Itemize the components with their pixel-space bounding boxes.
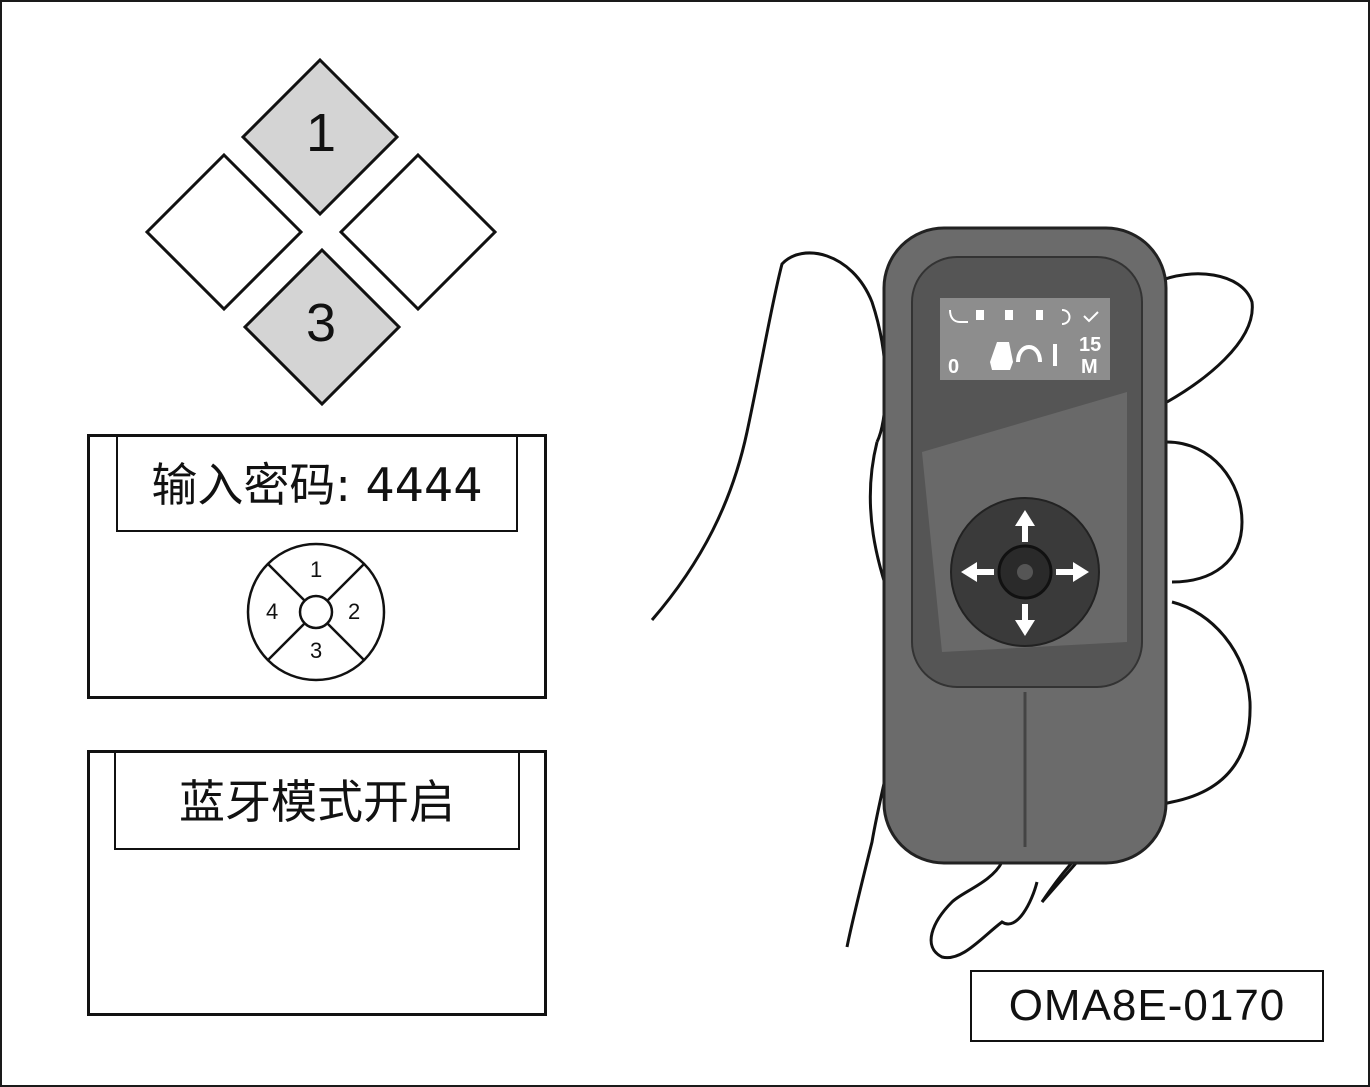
screen-left-value: 0 [948, 356, 960, 378]
dial-key-1: 1 [310, 557, 323, 582]
screen-right-value-bottom: M [1081, 356, 1098, 378]
key-left [144, 152, 304, 312]
hand-outline [650, 251, 888, 621]
arrow-right-icon [1056, 562, 1089, 582]
dial-key-2: 2 [348, 599, 361, 624]
key-3 [242, 247, 402, 407]
dial-key-4: 4 [266, 599, 279, 624]
key-1-label: 1 [306, 103, 337, 163]
figure-code: OMA8E-0170 [970, 970, 1324, 1042]
seat-icon [990, 342, 1013, 370]
key-1 [240, 57, 400, 217]
key-right [338, 152, 498, 312]
arrow-down-icon [1015, 604, 1035, 636]
screen-right-value-top: 15 [1079, 334, 1102, 356]
remote-dpad[interactable] [950, 497, 1100, 647]
rotate-icon [1061, 309, 1071, 325]
seat-recline-height-icon [1005, 310, 1013, 320]
password-dial [246, 542, 386, 682]
arrow-left-icon [961, 562, 994, 582]
bluetooth-label: 蓝牙模式开启 [114, 750, 520, 850]
seat-recline-icon [976, 310, 984, 320]
check-icon [1083, 311, 1099, 323]
swivel-icon [1016, 345, 1042, 363]
password-panel [87, 434, 547, 699]
key-3-label: 3 [306, 293, 337, 353]
arrow-up-icon [1015, 510, 1035, 542]
remote-screen [940, 298, 1110, 380]
seat-return-icon [949, 309, 968, 323]
seat-height-icon [1036, 310, 1043, 320]
password-label: 输入密码: 4444 [116, 434, 518, 532]
dial-key-3: 3 [310, 638, 323, 663]
bluetooth-panel [87, 750, 547, 1016]
